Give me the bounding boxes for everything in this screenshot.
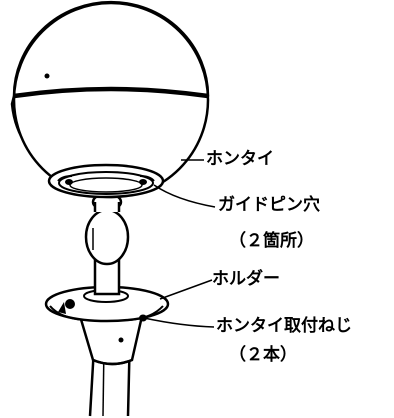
label-guide-pin-hole: ガイドピン穴: [218, 195, 320, 215]
leader-line-holder: [159, 279, 213, 300]
dome-bottom-ring: [47, 163, 165, 199]
leader-line-guide-pin: [153, 184, 216, 208]
left-mounting-screw-icon: [58, 299, 75, 314]
guide-pin-hole-icon: [139, 179, 147, 185]
label-body-screw-qty: （２本）: [229, 345, 297, 365]
dome-indicator-dot: [44, 73, 50, 79]
label-holder: ホルダー: [212, 269, 280, 289]
leader-lines: [143, 159, 216, 328]
label-body: ホンタイ: [206, 149, 274, 169]
leader-line-screw: [143, 317, 215, 328]
guide-pin-hole-icon: [65, 179, 73, 185]
label-guide-pin-qty: （２箇所）: [229, 231, 314, 251]
holder-cone: [78, 314, 144, 366]
dome-body: [10, 0, 210, 199]
neck-connector: [84, 192, 130, 296]
label-body-screw: ホンタイ取付ねじ: [216, 316, 352, 336]
pole-mark-dot: [118, 337, 124, 343]
right-mounting-screw-icon: [139, 314, 147, 322]
